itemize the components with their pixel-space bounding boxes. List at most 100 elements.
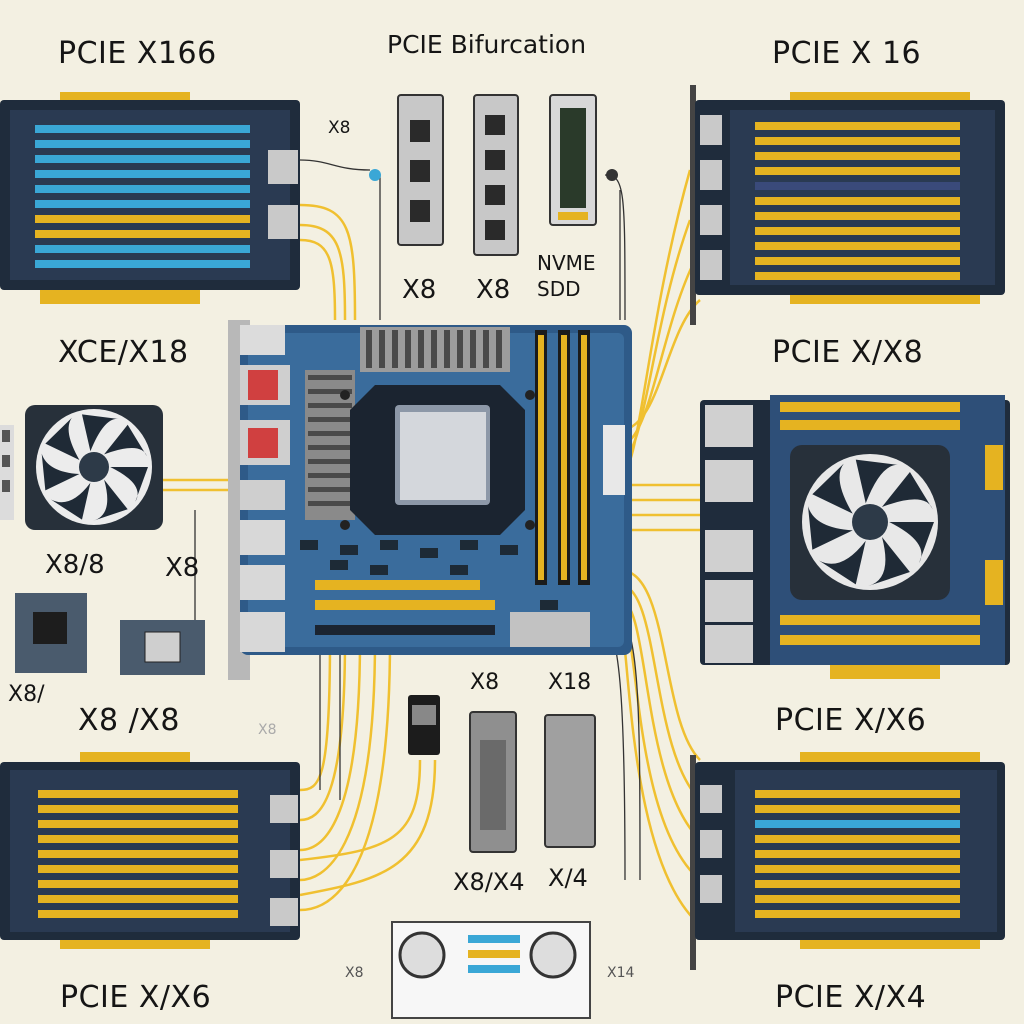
- heatsink-fin: [496, 330, 502, 368]
- nvme-ssd-module: [549, 94, 597, 226]
- memory-lane: [38, 835, 238, 843]
- fan-blade: [50, 482, 91, 520]
- heatsink-fin: [379, 330, 385, 368]
- component: [460, 540, 478, 550]
- label-x8-slash: X8/: [8, 682, 45, 707]
- memory-lane: [755, 272, 960, 280]
- label-x8-x4: X8/X4: [453, 868, 525, 896]
- label-mid-right-card: PCIE X/X8: [772, 335, 924, 370]
- label-x8-ssd2: X8: [476, 275, 511, 305]
- heatsink-fin: [418, 330, 424, 368]
- heatsink-fin: [308, 431, 352, 436]
- memory-lane: [755, 257, 960, 265]
- heatsink-fin: [308, 417, 352, 422]
- component: [380, 540, 398, 550]
- heatsink-fin: [308, 375, 352, 380]
- memory-lane: [755, 805, 960, 813]
- memory-lane: [755, 820, 960, 828]
- label-x8-bottom: X8: [345, 965, 364, 981]
- memory-lane: [35, 215, 250, 223]
- heatsink-fin: [366, 330, 372, 368]
- memory-lane: [755, 835, 960, 843]
- memory-lane: [755, 197, 960, 205]
- memory-lane: [38, 805, 238, 813]
- label-x8-ssd1: X8: [402, 275, 437, 305]
- heatsink-fin: [431, 330, 437, 368]
- memory-lane: [38, 910, 238, 918]
- label-x4: X/4: [548, 864, 588, 892]
- heatsink-fin: [308, 487, 352, 492]
- fan-blade: [881, 471, 933, 510]
- heatsink-fin: [483, 330, 489, 368]
- memory-lane: [755, 880, 960, 888]
- memory-lane: [35, 200, 250, 208]
- fan-blade: [868, 537, 910, 586]
- memory-lane: [35, 185, 250, 193]
- small-ports-left: [0, 425, 14, 520]
- fan-blade: [81, 414, 119, 452]
- label-x18: X18: [548, 670, 592, 695]
- memory-lane: [38, 850, 238, 858]
- memory-lane: [755, 242, 960, 250]
- cables: [160, 169, 701, 926]
- connector-dot: [606, 169, 618, 181]
- memory-lane: [755, 212, 960, 220]
- label-top-left-card: PCIE X166: [58, 36, 217, 71]
- fan-blade: [45, 417, 80, 460]
- memory-lane: [35, 155, 250, 163]
- label-x8-small: X8: [328, 118, 351, 138]
- label-bottom-right-card: PCIE X/X4: [775, 980, 927, 1015]
- heatsink-fin: [308, 459, 352, 464]
- heatsink-fin: [308, 445, 352, 450]
- component: [420, 548, 438, 558]
- memory-lane: [35, 125, 250, 133]
- memory-lane: [38, 880, 238, 888]
- label-nvme-ssd: NVME SDD: [537, 251, 596, 301]
- label-bottom-right-upper: PCIE X/X6: [775, 703, 927, 738]
- fan-blade: [110, 467, 148, 502]
- memory-lane: [35, 230, 250, 238]
- pcie-card-bottom-right: [690, 752, 1005, 970]
- memory-lane: [755, 895, 960, 903]
- label-x8-left: X8: [165, 553, 200, 583]
- label-x8-faint: X8: [258, 722, 277, 738]
- label-x8-8: X8/8: [45, 550, 105, 580]
- fan-blade: [812, 463, 853, 514]
- fan-left: [25, 405, 163, 530]
- memory-lane: [38, 865, 238, 873]
- heatsink-fin: [308, 389, 352, 394]
- chip-small-2: [120, 620, 205, 675]
- memory-lane: [38, 790, 238, 798]
- fan-blade: [889, 522, 934, 564]
- label-bottom-left-upper: X8 /X8: [78, 703, 180, 738]
- heatsink-fin: [308, 473, 352, 478]
- heatsink-fin: [392, 330, 398, 368]
- fan-blade: [855, 459, 900, 504]
- memory-lane: [755, 865, 960, 873]
- fan-blade: [818, 540, 866, 585]
- connector-bottom-center: [408, 695, 440, 755]
- component: [450, 565, 468, 575]
- memory-lane: [35, 140, 250, 148]
- heatsink-fin: [457, 330, 463, 368]
- ssd-module-2: [473, 94, 519, 256]
- heatsink-fin: [444, 330, 450, 368]
- heatsink-fin: [405, 330, 411, 368]
- pcie-card-top-left: [0, 92, 300, 304]
- memory-lane: [755, 790, 960, 798]
- pcie-card-top-right: [690, 85, 1005, 325]
- motherboard: [228, 320, 632, 680]
- pcie-card-mid-right: [700, 395, 1010, 679]
- memory-lane: [755, 910, 960, 918]
- ssd-module-1: [397, 94, 444, 246]
- memory-lane: [35, 245, 250, 253]
- fan-blade: [104, 424, 147, 457]
- fan-blade: [808, 506, 853, 550]
- heatsink-fin: [308, 403, 352, 408]
- label-mid-left: XCE/X18: [58, 335, 189, 370]
- pcie-card-bottom-left: [0, 752, 300, 949]
- label-x14: X14: [607, 965, 635, 981]
- memory-lane: [755, 152, 960, 160]
- fan-blade: [92, 479, 128, 521]
